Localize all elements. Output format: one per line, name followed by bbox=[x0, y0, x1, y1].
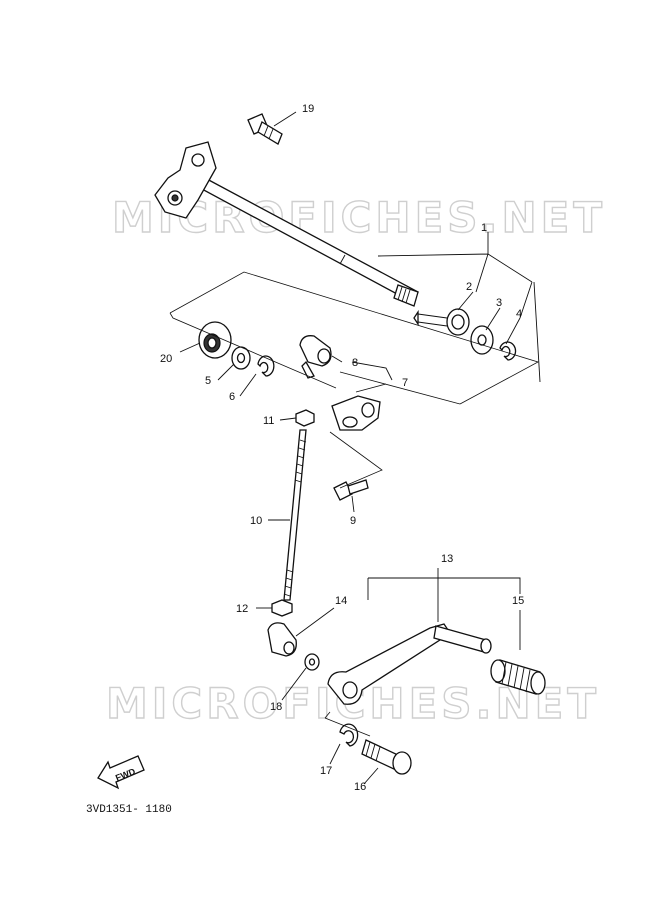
callouts: 1 2 3 4 5 6 7 8 9 10 11 12 13 14 15 16 1… bbox=[160, 103, 524, 793]
shift-shaft bbox=[154, 141, 419, 307]
callout-11: 11 bbox=[263, 415, 274, 427]
washer-5 bbox=[231, 346, 251, 370]
callout-5: 5 bbox=[205, 375, 211, 387]
callout-1: 1 bbox=[481, 222, 487, 234]
washer-18 bbox=[304, 653, 320, 671]
callout-16: 16 bbox=[354, 781, 366, 793]
nut-11 bbox=[295, 409, 315, 427]
shift-pedal-13 bbox=[327, 623, 492, 705]
callout-14: 14 bbox=[335, 595, 347, 607]
leader-lines bbox=[179, 111, 541, 785]
frame-upper bbox=[169, 271, 540, 405]
callout-13: 13 bbox=[441, 553, 453, 565]
callout-4: 4 bbox=[516, 308, 522, 320]
diagram-code: 3VD1351- 1180 bbox=[86, 804, 172, 816]
callout-10: 10 bbox=[250, 515, 262, 527]
frame-rod bbox=[329, 431, 383, 489]
callout-15: 15 bbox=[512, 595, 524, 607]
bolt-16 bbox=[361, 739, 412, 775]
callout-18: 18 bbox=[270, 701, 282, 713]
callout-6: 6 bbox=[229, 391, 235, 403]
callout-2: 2 bbox=[466, 281, 472, 293]
callout-20: 20 bbox=[160, 353, 172, 365]
washer-3 bbox=[470, 325, 494, 355]
circlip-4 bbox=[499, 341, 517, 361]
callout-19: 19 bbox=[302, 103, 314, 115]
callout-12: 12 bbox=[236, 603, 248, 615]
frame-lower bbox=[324, 711, 371, 737]
spring-2 bbox=[413, 308, 470, 336]
bolt-9 bbox=[333, 479, 369, 501]
rubber-15 bbox=[490, 659, 546, 695]
bolt-19 bbox=[247, 113, 283, 145]
callout-8: 8 bbox=[352, 357, 358, 369]
callout-3: 3 bbox=[496, 297, 502, 309]
fwd-arrow-icon: FWD bbox=[97, 755, 145, 790]
bearing-20 bbox=[198, 321, 232, 359]
callout-7: 7 bbox=[402, 377, 408, 389]
nut-12 bbox=[271, 599, 293, 617]
joint-14 bbox=[267, 622, 297, 657]
callout-9: 9 bbox=[350, 515, 356, 527]
joint-8 bbox=[299, 335, 332, 379]
shift-rod-10 bbox=[283, 429, 307, 601]
shift-arm-7 bbox=[331, 395, 381, 431]
circlip-6 bbox=[257, 355, 275, 377]
callout-17: 17 bbox=[320, 765, 332, 777]
